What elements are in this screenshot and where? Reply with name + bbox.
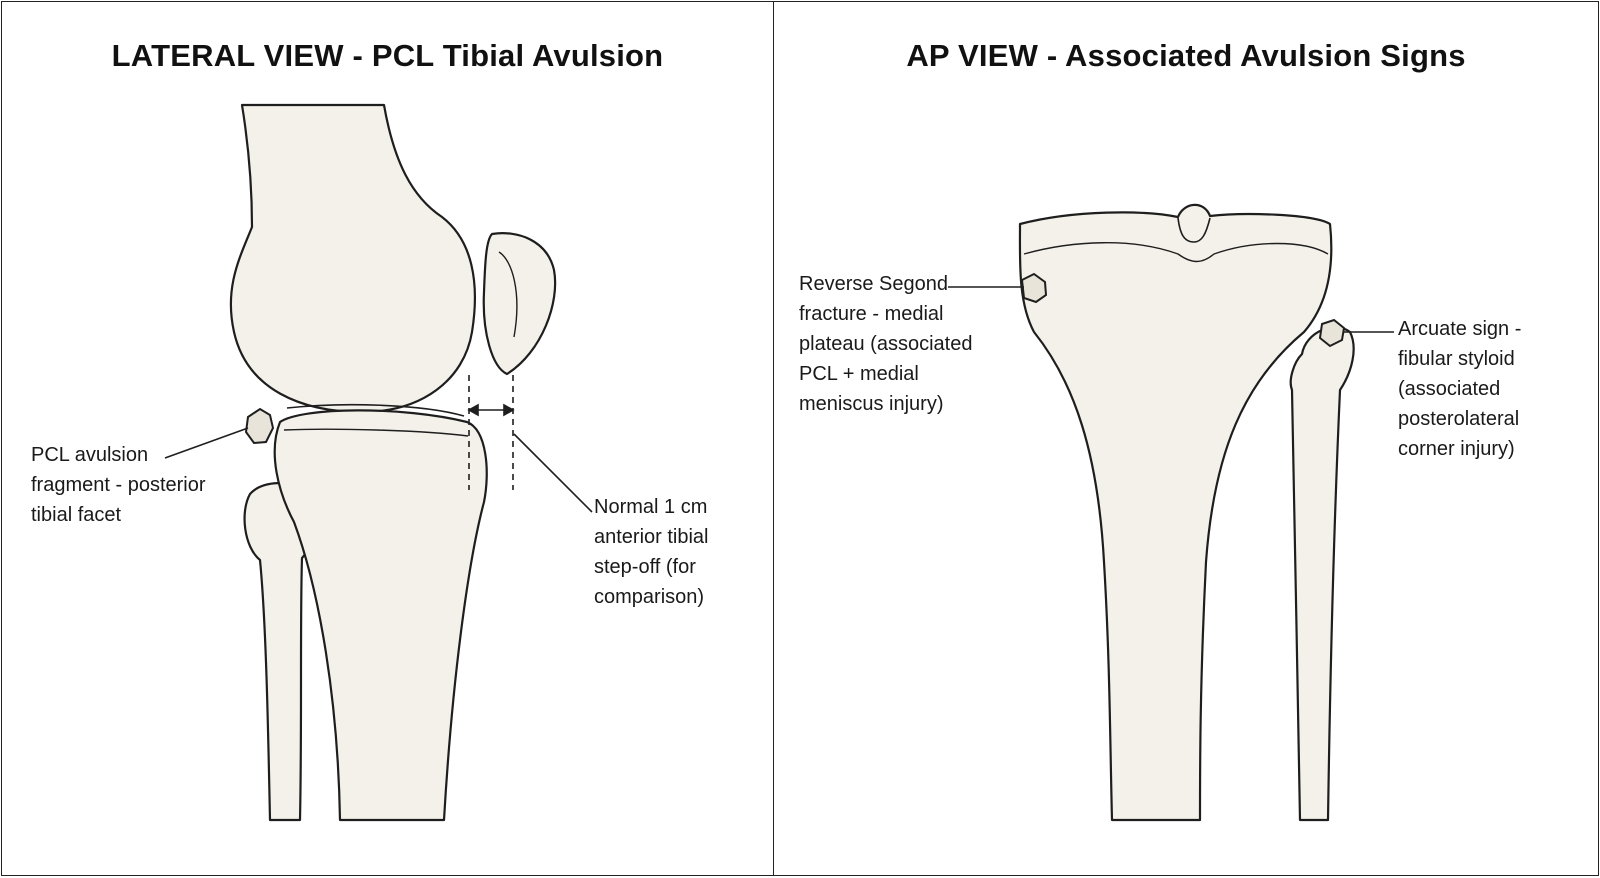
femur xyxy=(229,103,477,414)
arcuate-sign-label: Arcuate sign - fibular styloid (associat… xyxy=(1398,318,1522,460)
lateral-knee-illustration xyxy=(164,103,593,822)
step-off-arrow xyxy=(467,403,515,417)
pcl-avulsion-fragment-marker xyxy=(244,407,275,445)
pcl-avulsion-label: PCL avulsion fragment - posterior tibial… xyxy=(31,444,206,526)
ap-knee-illustration xyxy=(948,203,1394,822)
arcuate-fragment-marker xyxy=(1318,318,1346,348)
lateral-view-panel: LATERAL VIEW - PCL Tibial Avulsion xyxy=(1,1,774,876)
ap-view-panel: AP VIEW - Associated Avulsion Signs Reve… xyxy=(773,1,1599,876)
tibia xyxy=(273,409,488,822)
patella xyxy=(482,232,557,376)
lateral-view-title: LATERAL VIEW - PCL Tibial Avulsion xyxy=(111,38,664,73)
reverse-segond-fragment-marker xyxy=(1020,272,1048,304)
fibula-ap xyxy=(1289,326,1355,822)
tibia-ap xyxy=(1018,203,1333,822)
ap-view-title: AP VIEW - Associated Avulsion Signs xyxy=(906,38,1466,73)
step-off-label: Normal 1 cm anterior tibial step-off (fo… xyxy=(594,496,709,608)
reverse-segond-label: Reverse Segond fracture - medial plateau… xyxy=(799,273,973,415)
